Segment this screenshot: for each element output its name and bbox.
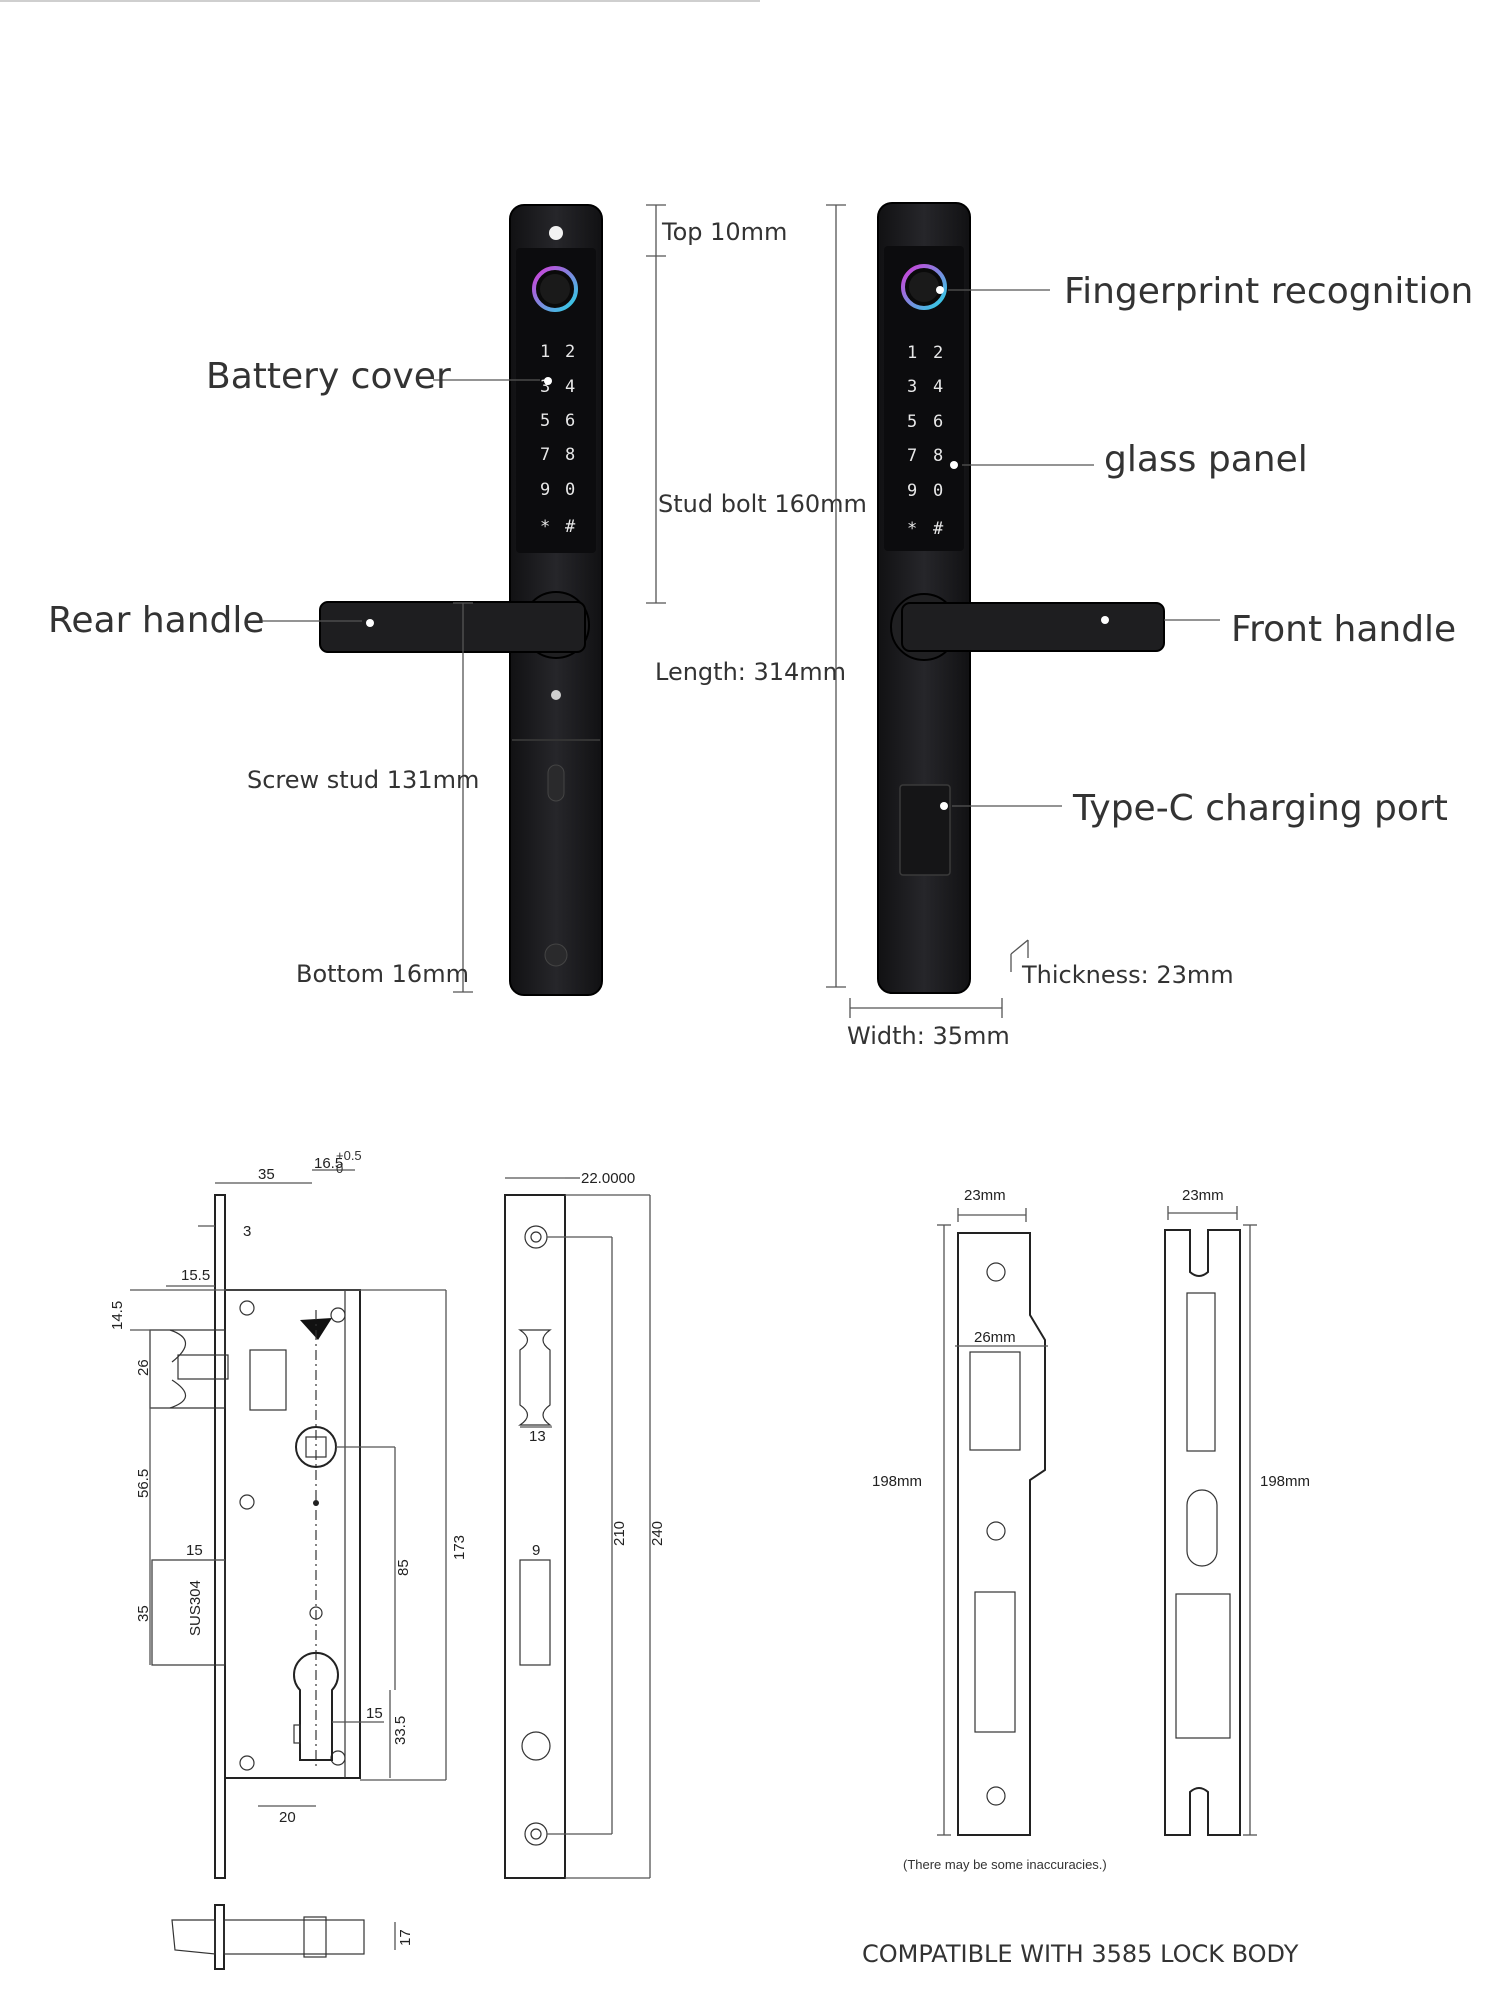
dim-15: 15 (186, 1542, 203, 1559)
rear-keypad: 1 2 3 4 5 6 7 8 9 0 * # (540, 342, 576, 537)
strike-a-width-label: 23mm (964, 1187, 1006, 1204)
rear-lock-view: 1 2 3 4 5 6 7 8 9 0 * # Battery cover Re… (48, 204, 867, 996)
front-handle-label: Front handle (1231, 609, 1456, 650)
dim-56-5: 56.5 (135, 1469, 152, 1498)
dim-3: 3 (243, 1223, 251, 1240)
key: 1 (907, 343, 917, 363)
dim-14-5: 14.5 (109, 1301, 126, 1330)
key: 6 (565, 411, 575, 431)
dim-35: 35 (258, 1166, 275, 1183)
bottom-dimension-label: Bottom 16mm (296, 960, 469, 988)
front-glass-area (884, 246, 964, 551)
key: 5 (907, 412, 917, 432)
faceplate-drawing: 22.0000 13 9 210 240 (504, 1170, 666, 1879)
dim-173: 173 (451, 1535, 468, 1560)
inaccuracy-note: (There may be some inaccuracies.) (903, 1857, 1107, 1872)
top-dimension-label: Top 10mm (661, 218, 787, 246)
stud-bolt-label: Stud bolt 160mm (658, 490, 867, 518)
dim-16-5: 16.5 (314, 1155, 343, 1172)
glass-panel-label: glass panel (1104, 439, 1308, 480)
key: 3 (540, 377, 550, 397)
type-c-label: Type-C charging port (1072, 788, 1448, 829)
top-screw-icon (549, 226, 563, 240)
material-label: SUS304 (187, 1580, 204, 1636)
rear-glass-area (516, 248, 596, 553)
key: # (933, 519, 944, 539)
key: 8 (565, 445, 575, 465)
strike-b-height-label: 198mm (1260, 1473, 1310, 1490)
rear-handle (319, 601, 586, 653)
key: 0 (565, 480, 575, 500)
dim-17: 17 (397, 1929, 414, 1946)
key: 5 (540, 411, 550, 431)
battery-cover-label: Battery cover (206, 356, 451, 397)
key: 9 (540, 480, 550, 500)
dim-20: 20 (279, 1809, 296, 1826)
key: 7 (907, 446, 917, 466)
thickness-label: Thickness: 23mm (1021, 961, 1234, 989)
strike-b-width-label: 23mm (1182, 1187, 1224, 1204)
dim-15b: 15 (366, 1705, 383, 1722)
key: 9 (907, 481, 917, 501)
dim-13: 13 (529, 1428, 546, 1445)
key: 2 (933, 343, 943, 363)
dim-15-5: 15.5 (181, 1267, 210, 1284)
key: # (565, 517, 576, 537)
dim-tol-plus: +0.5 (336, 1148, 362, 1163)
key: 8 (933, 446, 943, 466)
dim-210: 210 (611, 1521, 628, 1546)
dim-85: 85 (395, 1559, 412, 1576)
rear-handle-label: Rear handle (48, 600, 265, 641)
dim-tol-zero: 0 (336, 1161, 343, 1176)
lock-body-drawing: 35 16.5 +0.5 0 3 15.5 14.5 26 56.5 15 35… (109, 1148, 468, 1970)
strike-plate-b: 23mm 198mm (1164, 1187, 1310, 1836)
key: * (907, 519, 917, 539)
fingerprint-label: Fingerprint recognition (1064, 271, 1473, 312)
type-c-port-cover (899, 784, 951, 876)
front-lock-view: 1 2 3 4 5 6 7 8 9 0 * # Fingerprint reco… (826, 202, 1473, 1050)
key: 1 (540, 342, 550, 362)
length-label: Length: 314mm (655, 658, 846, 686)
key: 4 (565, 377, 575, 397)
key: 6 (933, 412, 943, 432)
strike-a-height-label: 198mm (872, 1473, 922, 1490)
dim-22: 22.0000 (581, 1170, 635, 1187)
dim-35b: 35 (135, 1605, 152, 1622)
key: * (540, 517, 550, 537)
key: 7 (540, 445, 550, 465)
key: 2 (565, 342, 575, 362)
front-keypad: 1 2 3 4 5 6 7 8 9 0 * # (907, 343, 944, 539)
strike-a-26mm-label: 26mm (974, 1329, 1016, 1346)
dim-240: 240 (649, 1521, 666, 1546)
width-label: Width: 35mm (847, 1022, 1010, 1050)
compatibility-footer: COMPATIBLE WITH 3585 LOCK BODY (862, 1940, 1299, 1968)
dim-26: 26 (135, 1359, 152, 1376)
screw-stud-label: Screw stud 131mm (247, 766, 479, 794)
strike-plate-a: 23mm 26mm 198mm (872, 1187, 1048, 1836)
dim-33-5: 33.5 (392, 1716, 409, 1745)
key: 4 (933, 377, 943, 397)
key: 3 (907, 377, 917, 397)
key: 0 (933, 481, 943, 501)
front-handle (901, 602, 1165, 652)
dim-9: 9 (532, 1542, 540, 1559)
